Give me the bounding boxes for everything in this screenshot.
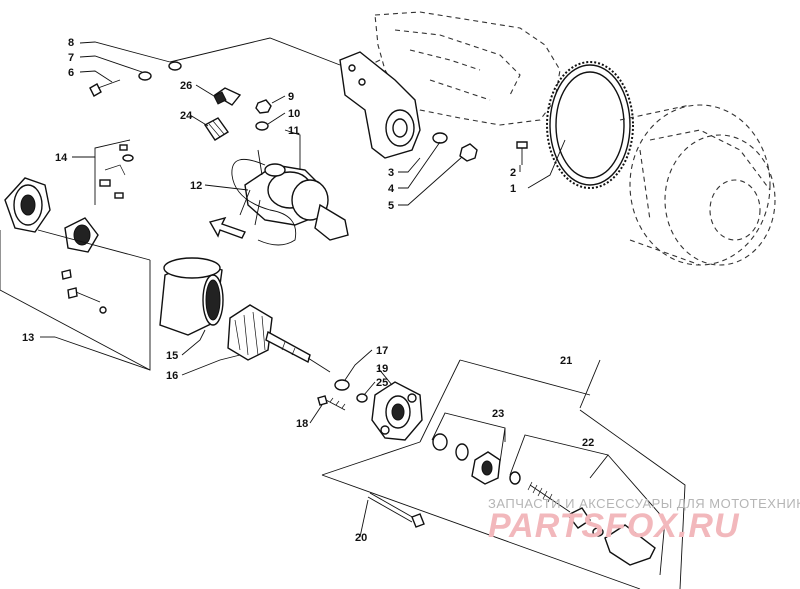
bolt-18 bbox=[317, 395, 346, 411]
drive-shaft bbox=[604, 524, 656, 566]
washer-7 bbox=[138, 71, 152, 81]
callout-8: 8 bbox=[68, 37, 74, 49]
callout-16: 16 bbox=[166, 370, 178, 382]
nut-9 bbox=[255, 99, 272, 114]
washer-17 bbox=[334, 379, 350, 391]
callout-22: 22 bbox=[582, 437, 594, 449]
watermark-logo: PARTSFOX.RU bbox=[488, 507, 740, 545]
callout-15: 15 bbox=[166, 350, 178, 362]
callout-10: 10 bbox=[288, 108, 300, 120]
callout-4: 4 bbox=[388, 183, 395, 195]
cable-boot-24 bbox=[203, 117, 230, 141]
collar bbox=[455, 443, 469, 461]
callout-7: 7 bbox=[68, 52, 74, 64]
drive-end-housing bbox=[371, 381, 423, 441]
callout-3: 3 bbox=[388, 167, 394, 179]
washer bbox=[432, 132, 448, 144]
washer-25 bbox=[356, 393, 368, 403]
callout-19: 19 bbox=[376, 363, 388, 375]
starter-motor-assembly bbox=[239, 149, 349, 241]
callout-11: 11 bbox=[288, 125, 300, 137]
nut bbox=[459, 143, 478, 162]
callout-24: 24 bbox=[180, 110, 193, 122]
front-arrow-icon bbox=[208, 216, 246, 239]
callout-2: 2 bbox=[510, 167, 516, 179]
watermark-tagline: ЗАПЧАСТИ И АКСЕССУАРЫ ДЛЯ МОТОТЕХНИКИ bbox=[488, 496, 800, 511]
callout-21: 21 bbox=[560, 355, 572, 367]
callout-17: 17 bbox=[376, 345, 388, 357]
brush-kit bbox=[99, 144, 134, 199]
callout-1: 1 bbox=[510, 183, 516, 195]
through-screws bbox=[61, 269, 107, 314]
callout-labels: 8 7 6 26 24 9 10 11 12 14 3 4 5 2 1 13 1… bbox=[22, 37, 594, 544]
callout-18: 18 bbox=[296, 418, 308, 430]
pinion-sleeve bbox=[566, 507, 591, 529]
armature bbox=[227, 304, 331, 373]
pinion-gear bbox=[471, 451, 501, 485]
bolt-6 bbox=[89, 79, 121, 97]
cable-boot-26 bbox=[213, 87, 242, 106]
washer-10 bbox=[255, 121, 269, 131]
callout-23: 23 bbox=[492, 408, 504, 420]
callout-5: 5 bbox=[388, 200, 394, 212]
brush-holder bbox=[64, 217, 99, 253]
field-frame bbox=[159, 257, 224, 336]
drive-spring bbox=[527, 481, 571, 513]
thrust-washer bbox=[432, 433, 448, 451]
leader-lines bbox=[0, 37, 686, 589]
callout-20: 20 bbox=[355, 532, 367, 544]
watermark: ЗАПЧАСТИ И АКСЕССУАРЫ ДЛЯ МОТОТЕХНИКИ PA… bbox=[488, 496, 800, 545]
through-bolt-20 bbox=[367, 492, 425, 528]
callout-12: 12 bbox=[190, 180, 202, 192]
callout-9: 9 bbox=[288, 91, 294, 103]
callout-13: 13 bbox=[22, 332, 34, 344]
bolt-2 bbox=[516, 141, 528, 165]
callout-14: 14 bbox=[55, 152, 68, 164]
callout-26: 26 bbox=[180, 80, 192, 92]
starter-cable bbox=[231, 158, 297, 246]
ring-gear bbox=[546, 61, 634, 189]
end-cover bbox=[4, 177, 51, 233]
retainer bbox=[509, 471, 521, 485]
callout-25: 25 bbox=[376, 377, 388, 389]
mounting-bracket bbox=[339, 51, 421, 159]
stop-ring bbox=[592, 527, 604, 537]
washer-8 bbox=[168, 61, 182, 71]
callout-6: 6 bbox=[68, 67, 74, 79]
flywheel-housing bbox=[619, 104, 776, 266]
